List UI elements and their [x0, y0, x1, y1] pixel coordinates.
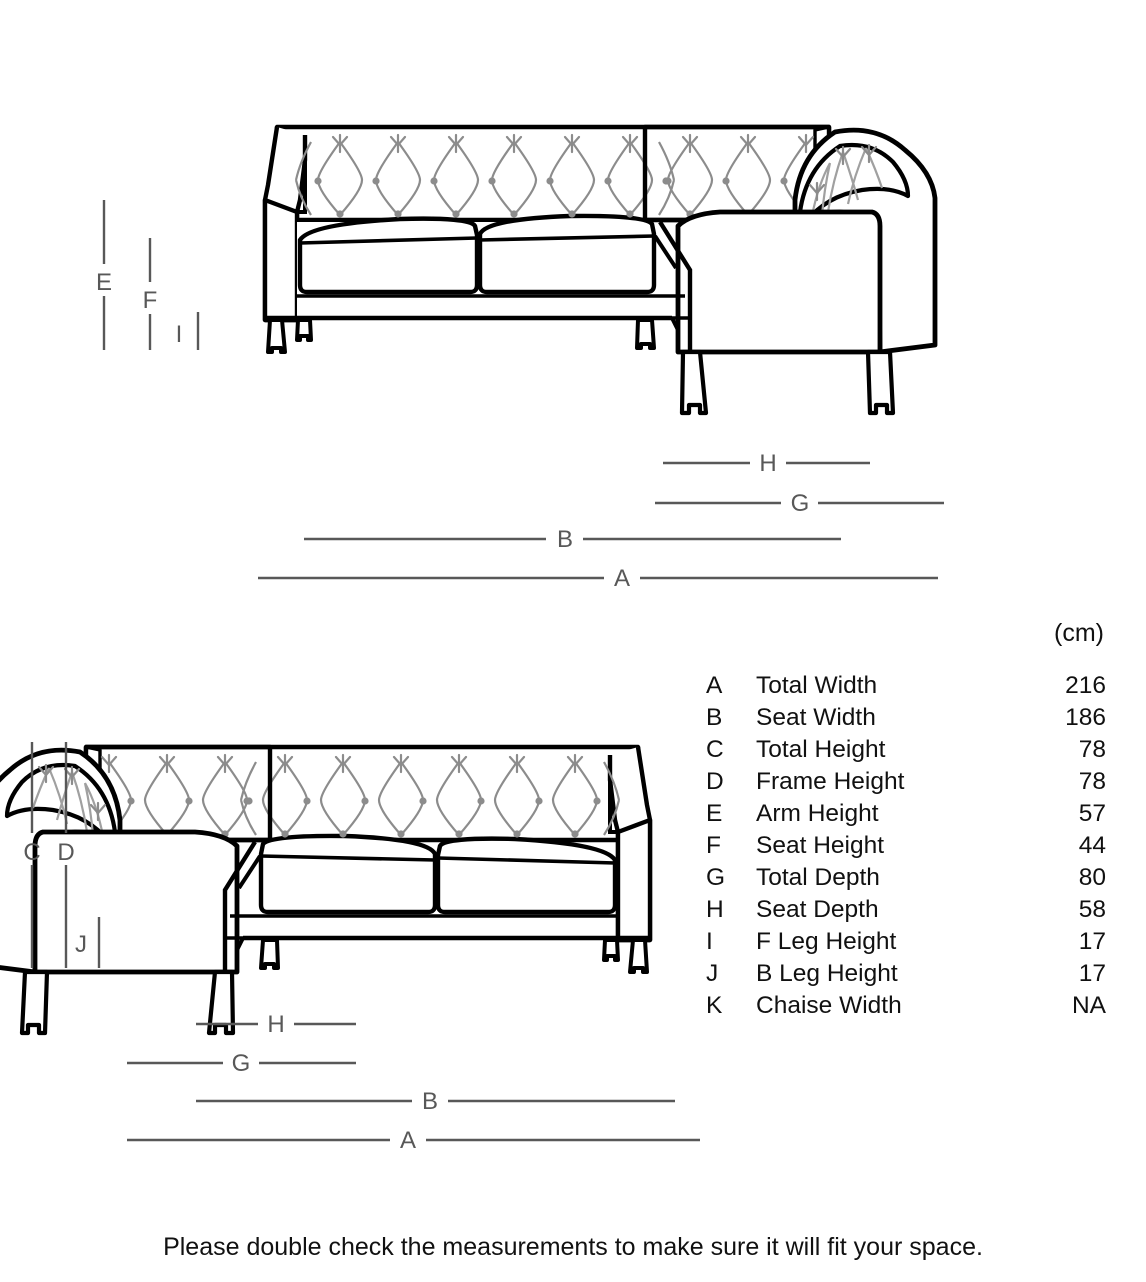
- row-key: B: [706, 704, 723, 731]
- table-row: A Total Width 216: [706, 670, 1106, 702]
- row-value: 80: [1078, 864, 1106, 891]
- dimension-line-A-bottom: A: [127, 1127, 700, 1154]
- row-key: J: [706, 960, 719, 987]
- row-value: 17: [1078, 960, 1106, 987]
- dimension-label-J: J: [75, 931, 87, 958]
- table-row: E Arm Height 57: [706, 798, 1106, 830]
- row-value: NA: [1071, 992, 1106, 1019]
- dimension-line-B-bottom: B: [196, 1088, 675, 1115]
- tufting-pattern-bottom-long: [239, 753, 621, 838]
- row-label: Seat Height: [756, 832, 885, 859]
- bottom-sofa-legs-long: [259, 938, 649, 974]
- dimension-label-A-top: A: [614, 565, 630, 592]
- bottom-sofa-corner-section: [0, 744, 273, 1036]
- row-key: F: [706, 832, 721, 859]
- row-value: 58: [1078, 896, 1106, 923]
- table-row: C Total Height 78: [706, 734, 1106, 766]
- row-key: D: [706, 768, 724, 795]
- tufting-pattern-bottom-corner: [100, 753, 251, 838]
- dimension-line-G-top: G: [655, 490, 944, 517]
- dimension-line-B-top: B: [304, 526, 841, 553]
- row-label: Total Height: [756, 736, 886, 763]
- dimension-label-A-bottom: A: [400, 1127, 416, 1154]
- row-key: E: [706, 800, 723, 827]
- table-row: I F Leg Height 17: [706, 926, 1106, 958]
- measurements-table: (cm) A Total Width 216 B Seat Width 186 …: [706, 618, 1106, 1022]
- row-label: Frame Height: [756, 768, 905, 795]
- footer-note: Please double check the measurements to …: [163, 1233, 983, 1261]
- bottom-vertical-dimensions: C D J: [23, 742, 101, 968]
- dimension-marker-J: J: [75, 917, 101, 968]
- row-value: 78: [1078, 768, 1106, 795]
- top-sofa-long-section: [262, 124, 832, 354]
- dimension-label-E: E: [96, 269, 112, 296]
- tufting-pattern-bottom-corner-arm: [31, 763, 107, 837]
- dimension-label-B-bottom: B: [422, 1088, 438, 1115]
- top-sofa-corner-section: [642, 124, 938, 416]
- table-row: F Seat Height 44: [706, 830, 1106, 862]
- dimension-marker-D: D: [57, 742, 75, 968]
- row-key: I: [706, 928, 713, 955]
- dimension-label-G-top: G: [791, 490, 810, 517]
- row-key: C: [706, 736, 724, 763]
- dimension-line-A-top: A: [258, 565, 938, 592]
- row-value: 57: [1078, 800, 1106, 827]
- dimension-label-D: D: [57, 839, 74, 866]
- tufting-pattern-top-long: [294, 133, 676, 218]
- dimension-label-H-top: H: [759, 450, 776, 477]
- dimension-line-H-top: H: [663, 450, 870, 477]
- dimension-label-G-bottom: G: [232, 1050, 251, 1077]
- row-label: F Leg Height: [756, 928, 897, 955]
- row-key: H: [706, 896, 724, 923]
- top-vertical-dimensions: E F I: [96, 200, 200, 350]
- top-sofa-legs-left: [266, 318, 656, 354]
- table-row: H Seat Depth 58: [706, 894, 1106, 926]
- row-key: A: [706, 672, 723, 699]
- table-row: K Chaise Width NA: [706, 990, 1106, 1022]
- top-sofa-illustration: E F I H: [96, 124, 944, 592]
- dimension-label-I: I: [176, 321, 183, 348]
- dimension-label-H-bottom: H: [267, 1011, 284, 1038]
- row-key: K: [706, 992, 723, 1019]
- bottom-sofa-illustration: [0, 744, 653, 1036]
- table-row: G Total Depth 80: [706, 862, 1106, 894]
- table-row: B Seat Width 186: [706, 702, 1106, 734]
- dimension-marker-C: C: [23, 742, 41, 968]
- dimension-line-H-bottom: H: [196, 1011, 356, 1038]
- dimension-marker-F: F: [143, 238, 158, 350]
- row-label: Total Depth: [756, 864, 880, 891]
- dimension-marker-I: I: [176, 312, 200, 350]
- row-label: Seat Width: [756, 704, 876, 731]
- measurements-rows: A Total Width 216 B Seat Width 186 C Tot…: [706, 670, 1106, 1022]
- dimension-label-C: C: [23, 839, 40, 866]
- row-label: B Leg Height: [756, 960, 898, 987]
- row-label: Seat Depth: [756, 896, 879, 923]
- bottom-sofa-legs-corner: [19, 969, 236, 1036]
- row-label: Total Width: [756, 672, 878, 699]
- dimension-label-F: F: [143, 287, 158, 314]
- row-value: 186: [1065, 704, 1106, 731]
- row-value: 78: [1078, 736, 1106, 763]
- table-row: D Frame Height 78: [706, 766, 1106, 798]
- row-key: G: [706, 864, 726, 891]
- row-value: 216: [1065, 672, 1106, 699]
- table-row: J B Leg Height 17: [706, 958, 1106, 990]
- tufting-pattern-corner-arm: [808, 143, 884, 217]
- dimension-label-B-top: B: [557, 526, 573, 553]
- row-value: 17: [1078, 928, 1106, 955]
- units-header: (cm): [1054, 619, 1104, 647]
- row-value: 44: [1078, 832, 1106, 859]
- top-sofa-legs-corner: [679, 349, 896, 416]
- top-horizontal-dimensions: H G B A: [258, 450, 944, 592]
- tufting-pattern-top-corner: [664, 133, 815, 218]
- dimension-line-G-bottom: G: [127, 1050, 356, 1077]
- row-label: Chaise Width: [756, 992, 902, 1019]
- bottom-horizontal-dimensions: H G B A: [127, 1011, 700, 1154]
- row-label: Arm Height: [756, 800, 879, 827]
- dimension-marker-E: E: [96, 200, 112, 350]
